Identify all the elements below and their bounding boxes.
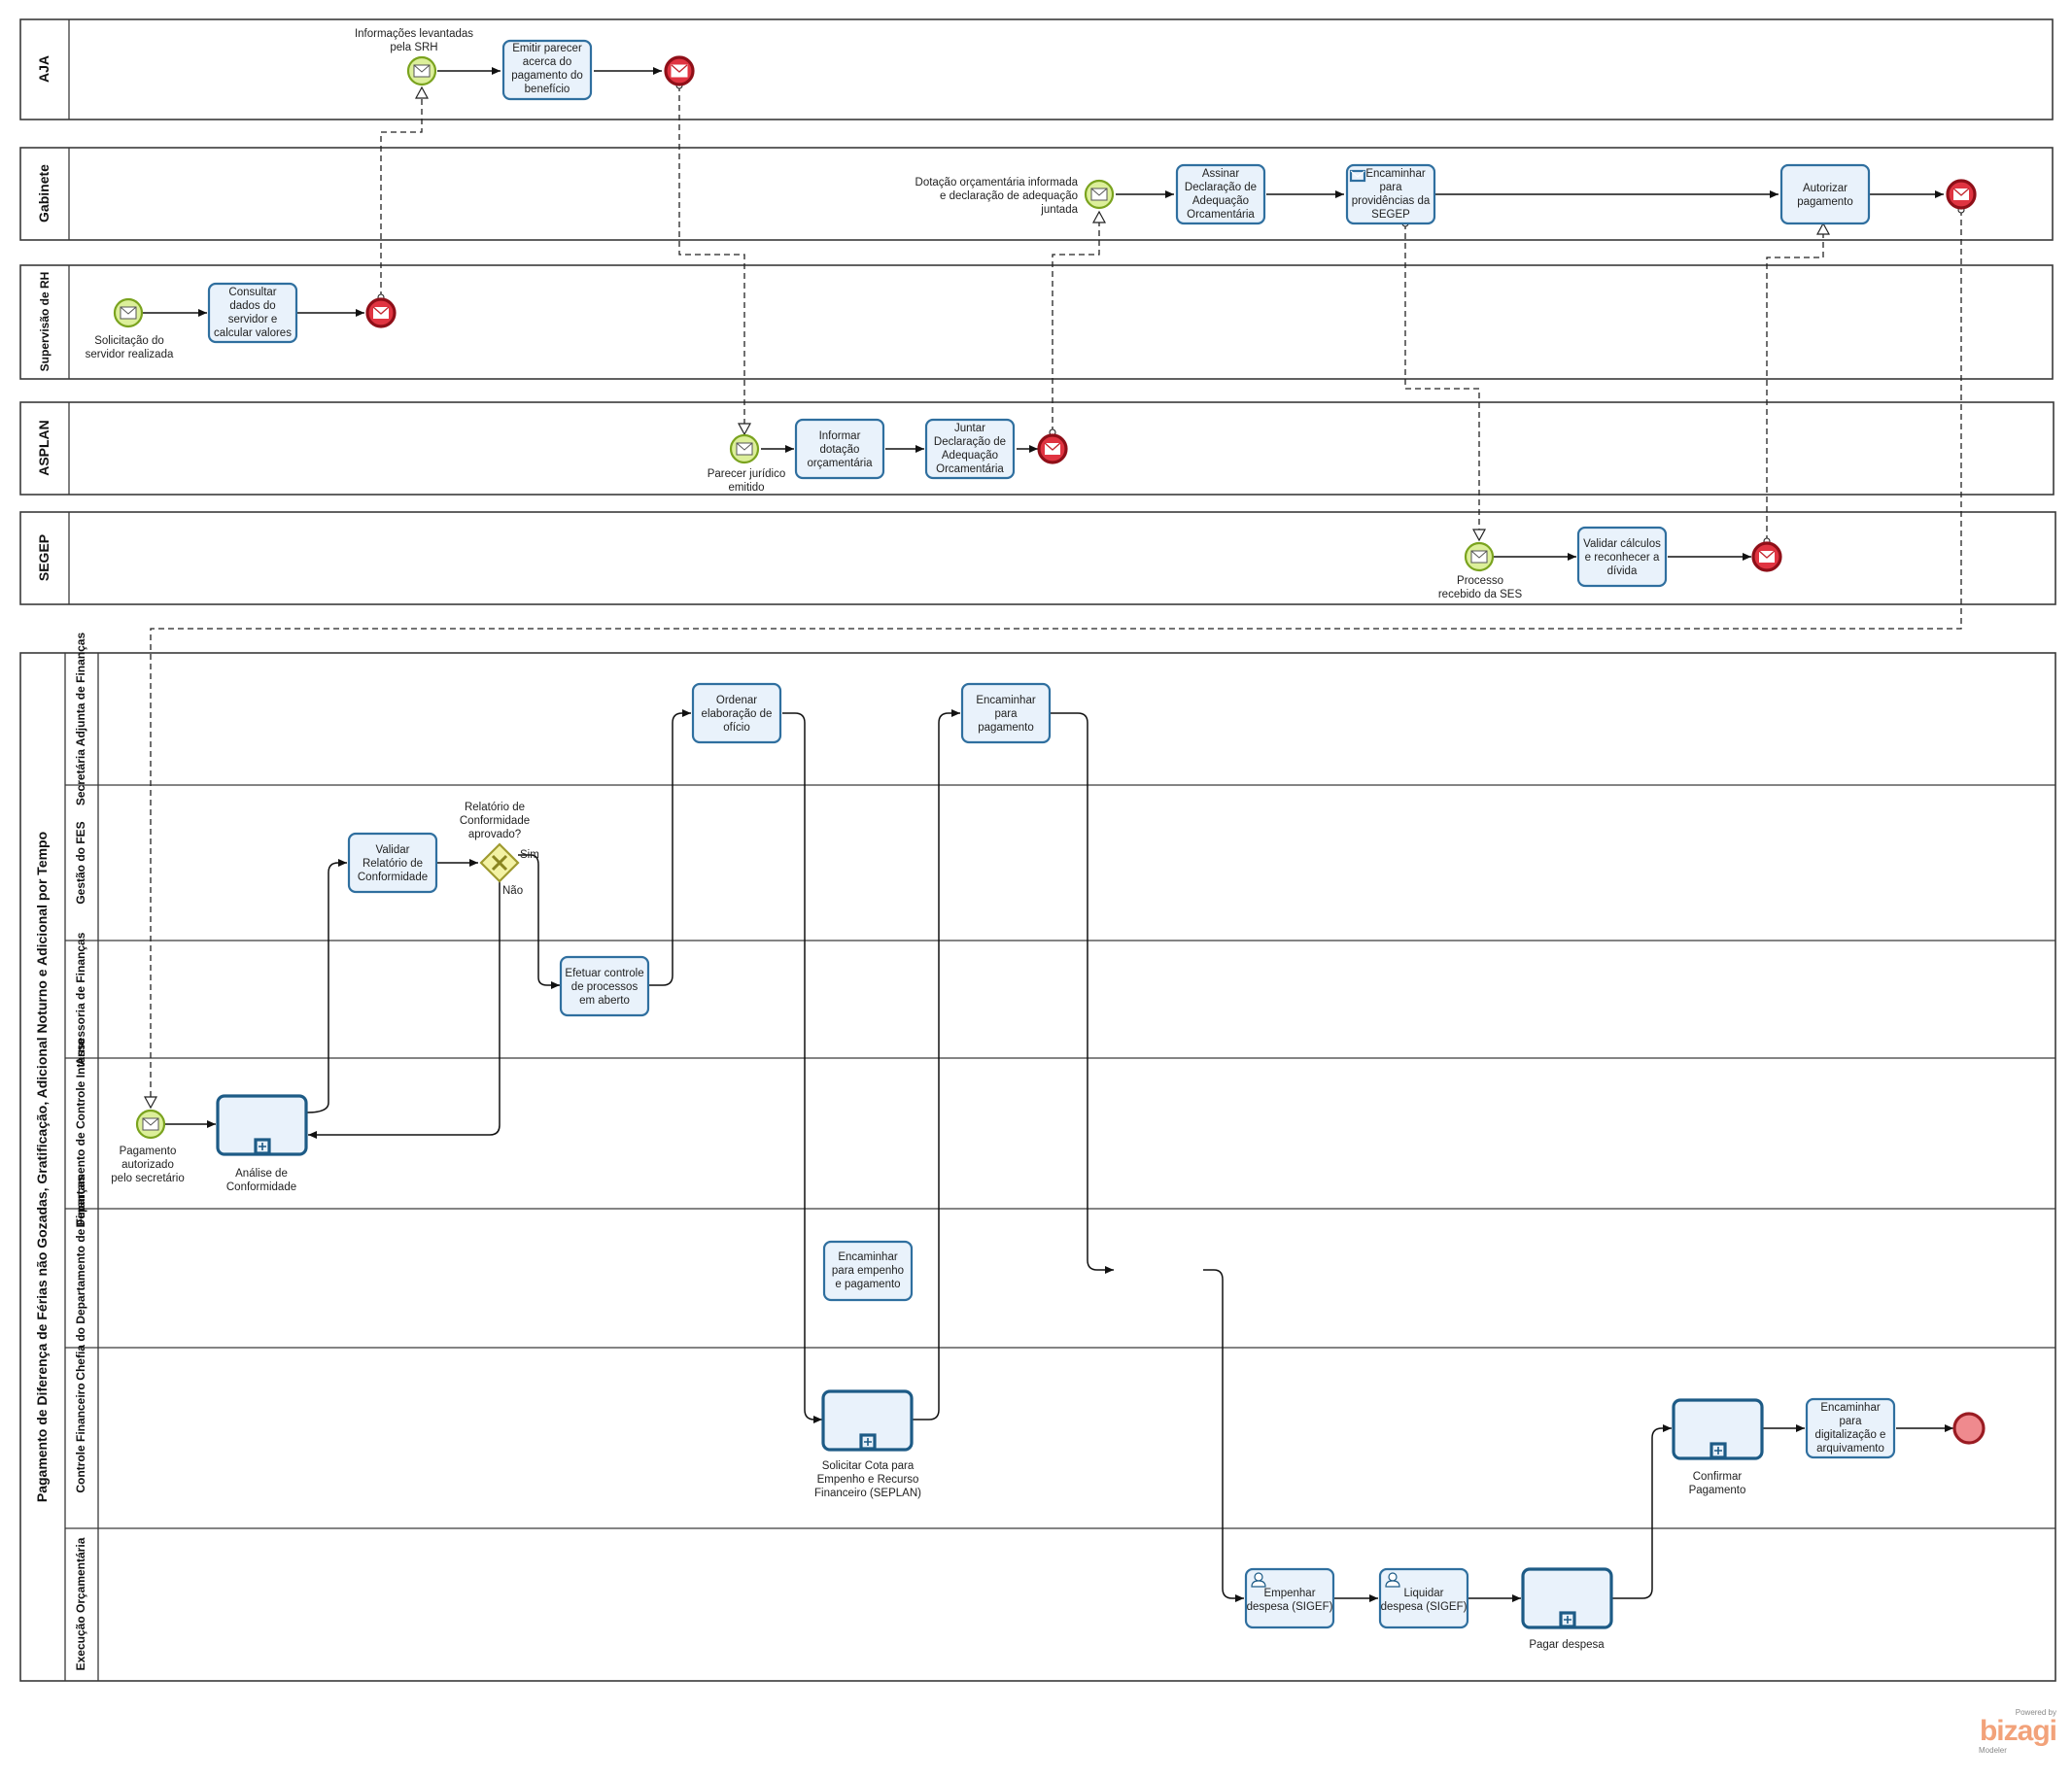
pool-aja-label: AJA xyxy=(36,55,52,83)
send-message-icon xyxy=(1349,169,1366,183)
lane-label-gestao-fes: Gestão do FES xyxy=(74,821,87,904)
pool-segep: SEGEP xyxy=(19,511,2056,605)
lane-label-execucao: Execução Orçamentária xyxy=(74,1537,87,1670)
lane-label-assessoria: Assessoria de Finanças xyxy=(74,932,87,1065)
end-event-segep xyxy=(1751,541,1782,572)
pool-asplan-label: ASPLAN xyxy=(36,420,52,476)
pool-main-label: Pagamento de Diferença de Férias não Goz… xyxy=(34,832,50,1502)
lane-label-secretaria: Secretária Adjunta de Finanças xyxy=(74,633,87,806)
end-event-asplan xyxy=(1037,433,1068,464)
pool-rh: Supervisão de RH xyxy=(19,264,2054,380)
lane-label-chefia: Chefia do Departamento de Finanças xyxy=(74,1175,87,1381)
message-flows xyxy=(151,86,1961,1108)
lane-label-controle-interno: Departamento de Controle Interno xyxy=(74,1039,87,1228)
svg-text:Pagar despesa: Pagar despesa xyxy=(1529,1639,1605,1651)
pool-rh-label: Supervisão de RH xyxy=(38,272,52,372)
brand-powered: Powered by xyxy=(2015,1708,2056,1717)
pool-main: Pagamento de Diferença de Férias não Goz… xyxy=(19,633,2056,1682)
brand-product: Modeler xyxy=(1979,1746,2007,1755)
end-event-rh xyxy=(365,297,397,328)
gateway-no-label: Não xyxy=(502,885,523,897)
pool-segep-label: SEGEP xyxy=(36,534,52,581)
end-event-gabinete xyxy=(1946,179,1977,210)
user-task-icon xyxy=(1254,1572,1263,1582)
brand-name: bizagi xyxy=(1979,1715,2057,1747)
end-event-main xyxy=(1952,1412,1986,1445)
lane-label-controle-financeiro: Controle Financeiro xyxy=(74,1383,87,1492)
gateway-yes-label: Sim xyxy=(520,849,539,861)
user-task-icon xyxy=(1388,1572,1398,1582)
bizagi-logo: Powered by bizagi Modeler xyxy=(1969,1708,2057,1755)
subprocess-pagar-despesa[interactable]: Pagar despesa xyxy=(1521,1567,1613,1651)
pool-aja: AJA xyxy=(19,18,2054,120)
end-event-aja xyxy=(664,55,695,86)
pool-gabinete-label: Gabinete xyxy=(36,164,52,222)
